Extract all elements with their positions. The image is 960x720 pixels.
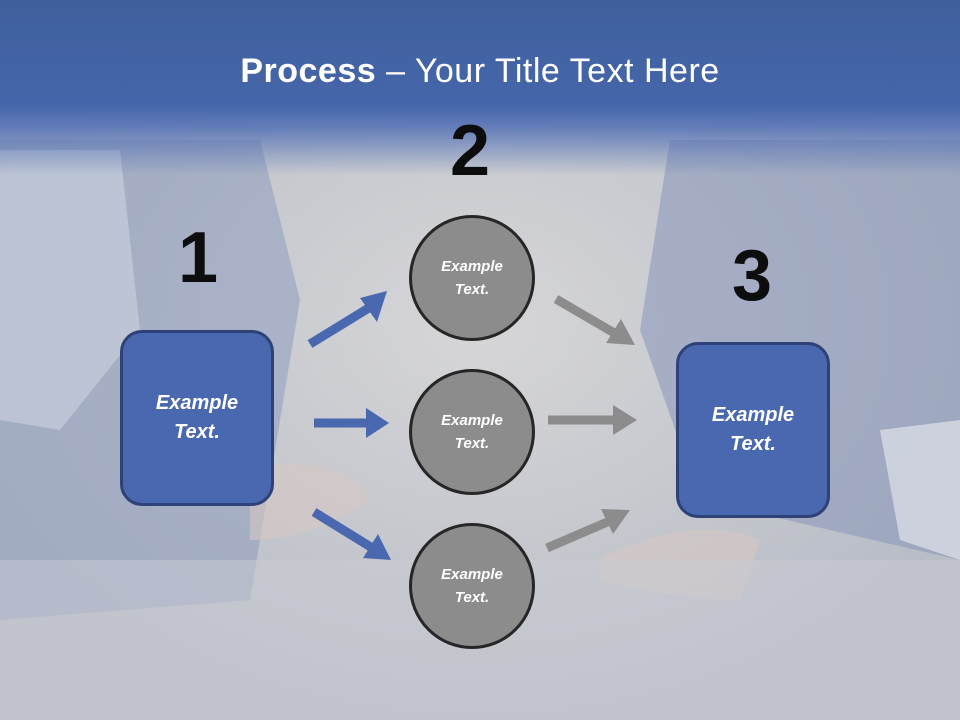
circle-top-line-2: Text. [454, 281, 490, 298]
step-1-line-2: Text. [174, 421, 220, 443]
arrow-to-circle-bottom [311, 508, 391, 560]
arrow-to-circle-top [307, 291, 387, 348]
circle-middle-line-1: Example [441, 412, 503, 429]
arrow-from-circle-top [553, 295, 635, 345]
arrow-from-circle-bottom [545, 509, 630, 553]
step-3-number: 3 [732, 236, 773, 316]
title-rest: Your Title Text Here [414, 52, 720, 90]
step-1-number: 1 [178, 218, 219, 298]
slide-title: Process – Your Title Text Here [0, 52, 960, 91]
step-1-line-1: Example [155, 392, 239, 414]
step-3-line-2: Text. [730, 433, 776, 455]
arrow-from-circle-middle [548, 405, 637, 435]
step-2-number: 2 [450, 111, 491, 191]
title-separator: – [376, 52, 415, 90]
circle-middle-line-2: Text. [454, 435, 490, 452]
step-3-line-1: Example [711, 404, 795, 426]
title-band [0, 0, 960, 175]
arrow-to-circle-middle [314, 408, 389, 438]
circle-bottom-line-1: Example [441, 566, 503, 583]
title-bold: Process [240, 52, 377, 90]
circle-top-line-1: Example [441, 258, 503, 275]
circle-bottom-line-2: Text. [454, 589, 490, 606]
